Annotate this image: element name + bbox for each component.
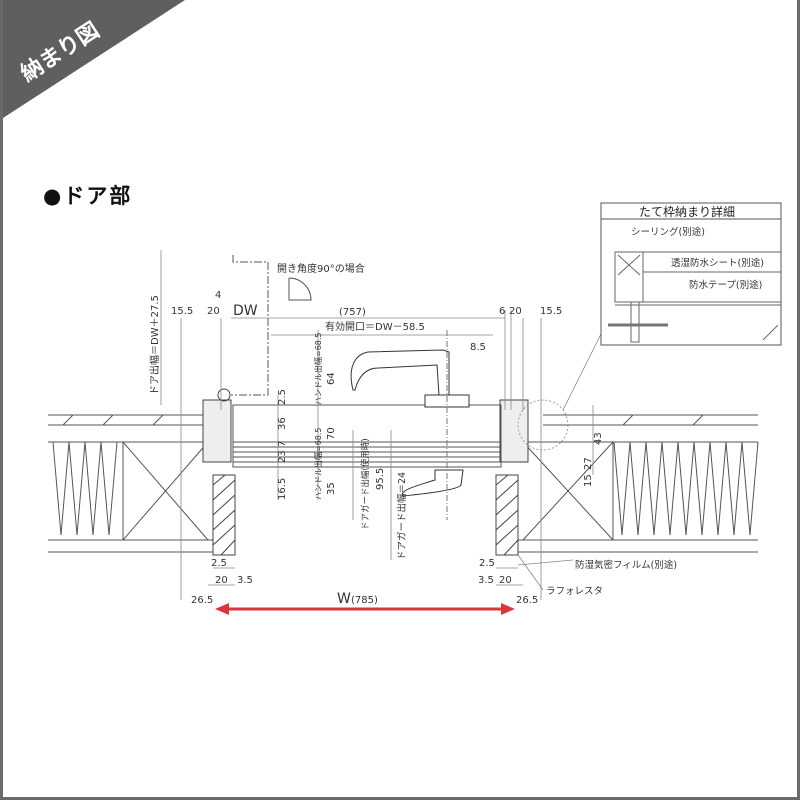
bdim-26-5-left: 26.5	[191, 595, 213, 606]
w-label: W	[337, 591, 351, 607]
handle-projection-upper: ハンドル出幅=68.5	[313, 332, 323, 405]
badge-background	[3, 0, 185, 118]
vdim-2-5: 2.5	[277, 389, 288, 405]
detail-sealing: シーリング(別途)	[631, 226, 705, 238]
detail-inset: たて枠納まり詳細 シーリング(別途) 透湿防水シート(別途) 防水テープ(別途)	[600, 202, 782, 346]
dim-8-5: 8.5	[470, 342, 486, 353]
handle	[350, 330, 470, 520]
callout-film: 防湿気密フィルム(別途)	[575, 559, 677, 571]
jamb-posts	[202, 388, 529, 556]
rdim-15: 15	[583, 474, 594, 487]
rdim-27: 27	[583, 457, 594, 470]
bdim-3-5-left: 3.5	[237, 575, 253, 586]
bdim-2-5-left: 2.5	[211, 558, 227, 569]
corner-badge: 納まり図	[3, 0, 185, 118]
dw-label: DW	[233, 303, 258, 319]
w-arrow-left	[215, 603, 229, 615]
hdim-64: 64	[326, 372, 337, 385]
dw-value: (757)	[339, 307, 366, 318]
detail-title: たて枠納まり詳細	[639, 204, 735, 219]
bdim-20-left: 20	[215, 575, 228, 586]
hdim-70: 70	[326, 427, 337, 440]
guard-projection: ドアガード出幅＝24	[396, 472, 408, 560]
door-section-drawing: DW (757) 有効開口＝DW－58.5 ドア出幅＝DW＋27.5 開き角度9…	[48, 202, 782, 615]
guard-dim: 95.5	[375, 468, 386, 490]
detail-waterproof-tape: 防水テープ(別途)	[689, 279, 762, 291]
dimension-lines	[160, 250, 604, 600]
bdim-20-right: 20	[499, 575, 512, 586]
open-angle-note: 開き角度90°の場合	[277, 262, 365, 275]
dim-15-5-right: 15.5	[540, 306, 562, 317]
vdim-16-5: 16.5	[277, 478, 288, 500]
door-projection: ドア出幅＝DW＋27.5	[148, 295, 161, 395]
bdim-26-5-right: 26.5	[516, 595, 538, 606]
effective-opening: 有効開口＝DW－58.5	[325, 320, 425, 333]
wall-right	[518, 414, 759, 553]
vdim-23: 23	[277, 450, 288, 463]
dim-20-left: 20	[207, 306, 220, 317]
section-title: ●ドア部	[43, 184, 133, 208]
vdim-36: 36	[277, 417, 288, 430]
wall-left	[48, 414, 218, 553]
w-arrow-right	[501, 603, 515, 615]
dimension-labels: DW (757) 有効開口＝DW－58.5 ドア出幅＝DW＋27.5 開き角度9…	[148, 262, 677, 607]
handle-projection-lower: ハンドル出幅=68.5	[313, 427, 323, 500]
guard-in-use: ドアガード出幅(使用時)	[360, 438, 371, 530]
w-value: (785)	[351, 595, 378, 606]
open-door-90	[231, 255, 312, 396]
callout-board: ラフォレスタ	[546, 586, 603, 597]
dim-4: 4	[215, 290, 221, 301]
hdim-35: 35	[326, 482, 337, 495]
dim-20-right: 20	[509, 306, 522, 317]
detail-breathable-sheet: 透湿防水シート(別途)	[671, 257, 764, 269]
rdim-43: 43	[593, 432, 604, 445]
bdim-3-5-right: 3.5	[478, 575, 494, 586]
bdim-2-5-right: 2.5	[479, 558, 495, 569]
dim-6: 6	[499, 306, 505, 317]
dim-15-5-left: 15.5	[171, 306, 193, 317]
vdim-7: 7	[277, 441, 288, 447]
